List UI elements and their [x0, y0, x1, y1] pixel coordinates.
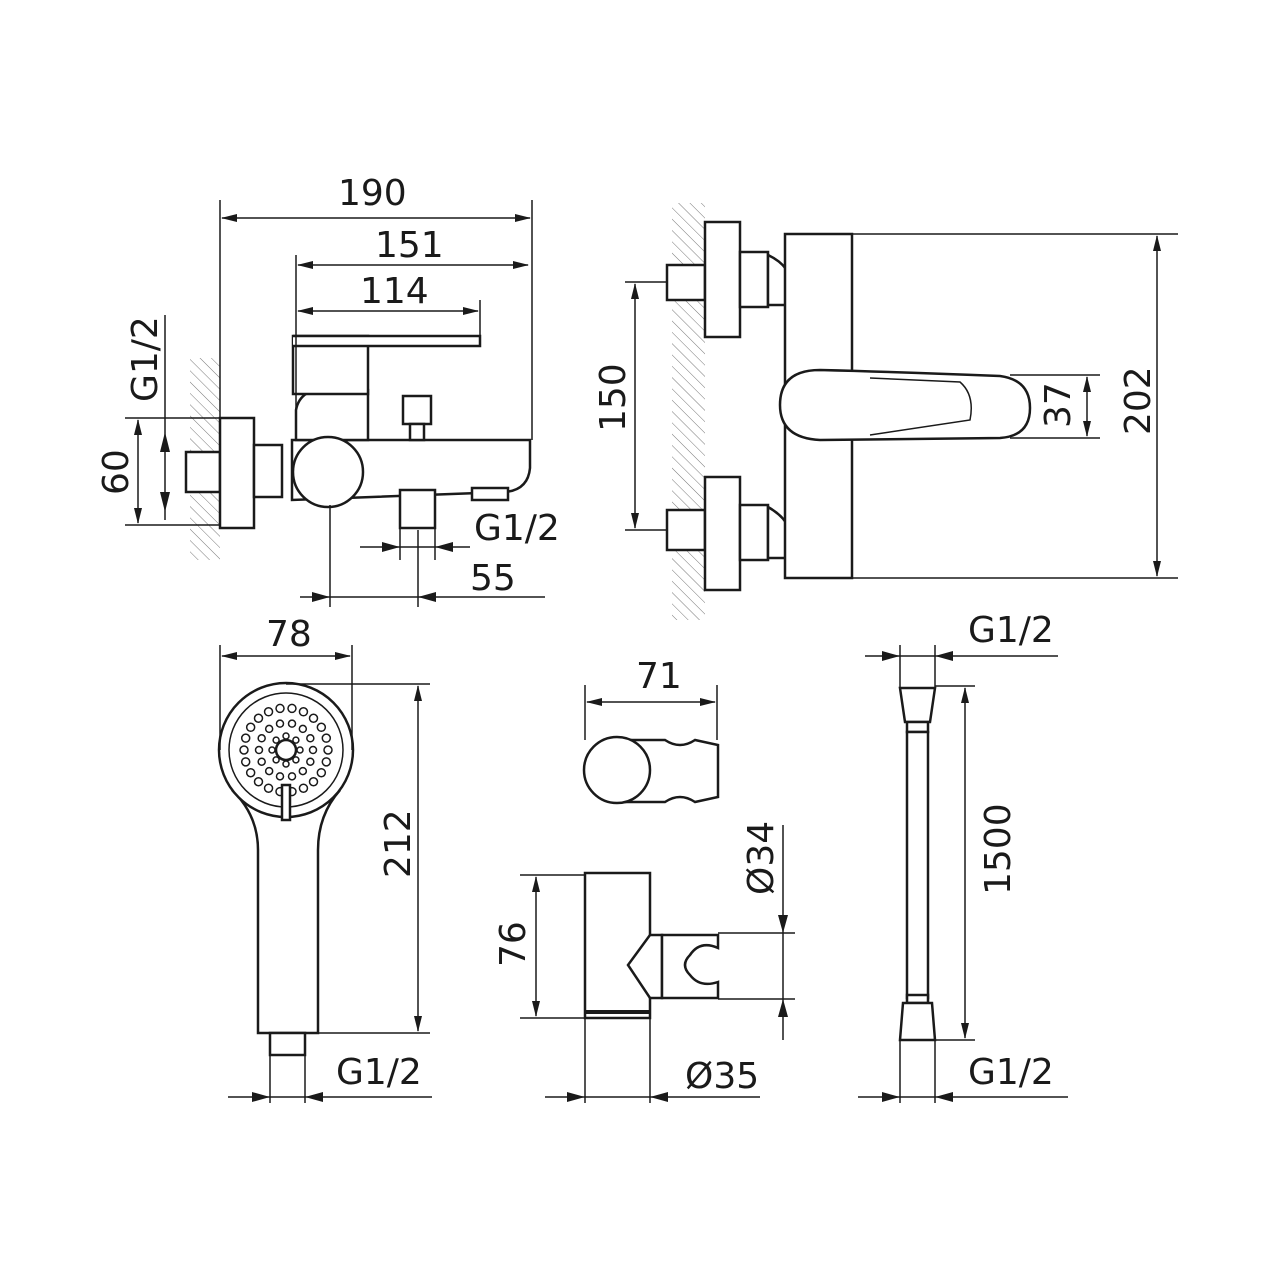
thread-label: G1/2 [336, 1052, 422, 1093]
nozzle [306, 734, 315, 743]
nozzle [316, 722, 327, 733]
nozzle [240, 733, 251, 743]
thread-label-left: G1/2 [125, 316, 166, 402]
hand-shower: 78 212 G1/2 [217, 614, 432, 1103]
nozzle [323, 745, 333, 755]
flange [218, 416, 256, 530]
flange-bottom [703, 475, 742, 592]
dim-190: 190 [338, 173, 407, 214]
dim-55: 55 [470, 558, 516, 599]
nozzle [316, 767, 327, 778]
nozzle [254, 745, 264, 755]
lever [778, 368, 1032, 442]
spray-nozzles [239, 703, 333, 797]
nozzle [287, 772, 297, 781]
nozzle [268, 746, 276, 754]
nozzle [272, 756, 280, 764]
dim-diameter-34: Ø34 [741, 821, 782, 895]
nozzle [292, 736, 300, 744]
nozzle [298, 766, 308, 776]
dim-76: 76 [493, 921, 534, 967]
nozzle [287, 703, 297, 714]
nozzle [263, 783, 274, 793]
nozzle [296, 746, 304, 754]
nozzle [321, 733, 332, 743]
nozzle [308, 713, 319, 724]
nozzle [308, 745, 318, 755]
nozzle [282, 760, 290, 768]
dim-150: 150 [593, 363, 634, 432]
dim-151: 151 [375, 225, 444, 266]
dim-78: 78 [266, 614, 312, 655]
nozzle [263, 707, 274, 717]
diverter-knob [291, 435, 365, 509]
hose: G1/2 1500 G1/2 [858, 610, 1068, 1103]
nozzle [321, 757, 332, 767]
nozzle [239, 745, 249, 755]
nozzle [264, 766, 274, 776]
dim-212: 212 [378, 809, 419, 878]
nozzle [298, 724, 308, 734]
thread-label-top: G1/2 [968, 610, 1054, 651]
nozzle [298, 783, 309, 793]
front-view: 202 37 150 [593, 203, 1178, 620]
nozzle [253, 713, 264, 724]
nozzle [257, 757, 266, 766]
nozzle [275, 703, 285, 714]
nozzle [282, 732, 290, 740]
flange-top [703, 220, 742, 339]
nozzle [272, 736, 280, 744]
nozzle [292, 756, 300, 764]
thread-label-bottom: G1/2 [474, 508, 560, 549]
dim-202: 202 [1118, 366, 1159, 435]
outlet [398, 488, 437, 530]
side-view: 190 151 114 G1/2 60 G1/2 55 [96, 173, 560, 607]
nozzle [275, 772, 285, 781]
nut [252, 443, 284, 499]
holder-body [583, 871, 652, 1020]
thread-label-bottom: G1/2 [968, 1052, 1054, 1093]
dim-71: 71 [636, 656, 682, 697]
center-nozzle [274, 738, 298, 762]
nozzle [245, 767, 256, 778]
thread-pipe [184, 450, 222, 494]
nozzle [240, 757, 251, 767]
nozzle [253, 776, 264, 787]
nozzle [257, 734, 266, 743]
nozzle [308, 776, 319, 787]
dim-diameter-35: Ø35 [685, 1056, 759, 1097]
nozzle [245, 722, 256, 733]
holder: 71 76 Ø34 Ø35 [493, 656, 795, 1103]
nozzle [298, 707, 309, 717]
nozzle [287, 719, 297, 728]
nozzle [275, 719, 285, 728]
nozzle [264, 724, 274, 734]
hose-tube [905, 730, 930, 1000]
dim-114: 114 [360, 271, 429, 312]
diverter-button [401, 394, 433, 426]
dim-1500: 1500 [978, 803, 1019, 895]
dim-60: 60 [96, 449, 137, 495]
dim-37: 37 [1038, 382, 1079, 428]
nozzle [306, 757, 315, 766]
